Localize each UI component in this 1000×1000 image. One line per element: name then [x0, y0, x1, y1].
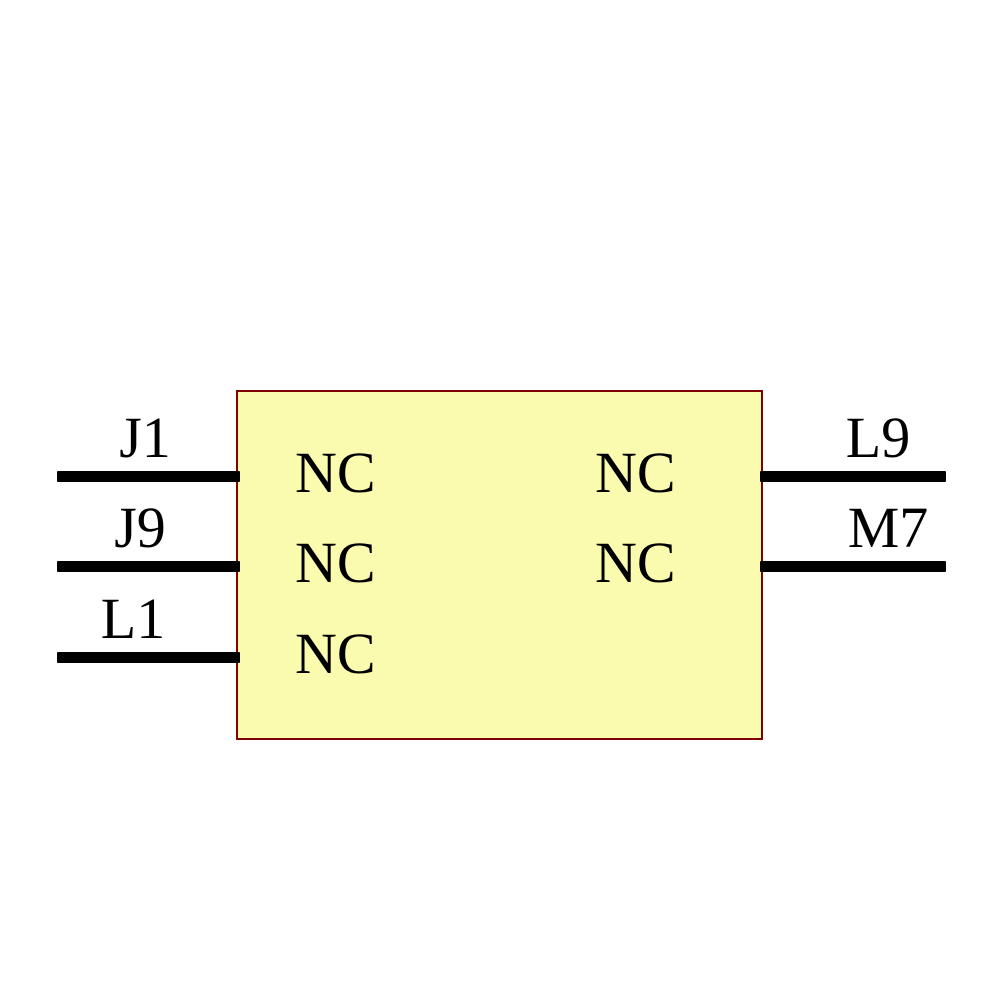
pin-inner-label-left-1: NC	[295, 529, 376, 595]
pin-wire-left-0[interactable]	[57, 470, 240, 482]
pin-wire-right-0[interactable]	[760, 470, 946, 482]
pin-label-right-0: L9	[845, 404, 911, 470]
pin-inner-label-right-0: NC	[595, 439, 676, 505]
pin-inner-label-right-1: NC	[595, 529, 676, 595]
pin-wire-left-2[interactable]	[57, 651, 240, 663]
pin-label-left-0: J1	[119, 404, 171, 470]
pin-label-left-1: J9	[114, 494, 166, 560]
pin-wire-left-1[interactable]	[57, 560, 240, 572]
pin-inner-label-left-2: NC	[295, 620, 376, 686]
component-body[interactable]	[236, 390, 763, 740]
pin-label-right-1: M7	[847, 494, 929, 560]
pin-inner-label-left-0: NC	[295, 439, 376, 505]
pin-label-left-2: L1	[100, 585, 166, 651]
pin-wire-right-1[interactable]	[760, 560, 946, 572]
